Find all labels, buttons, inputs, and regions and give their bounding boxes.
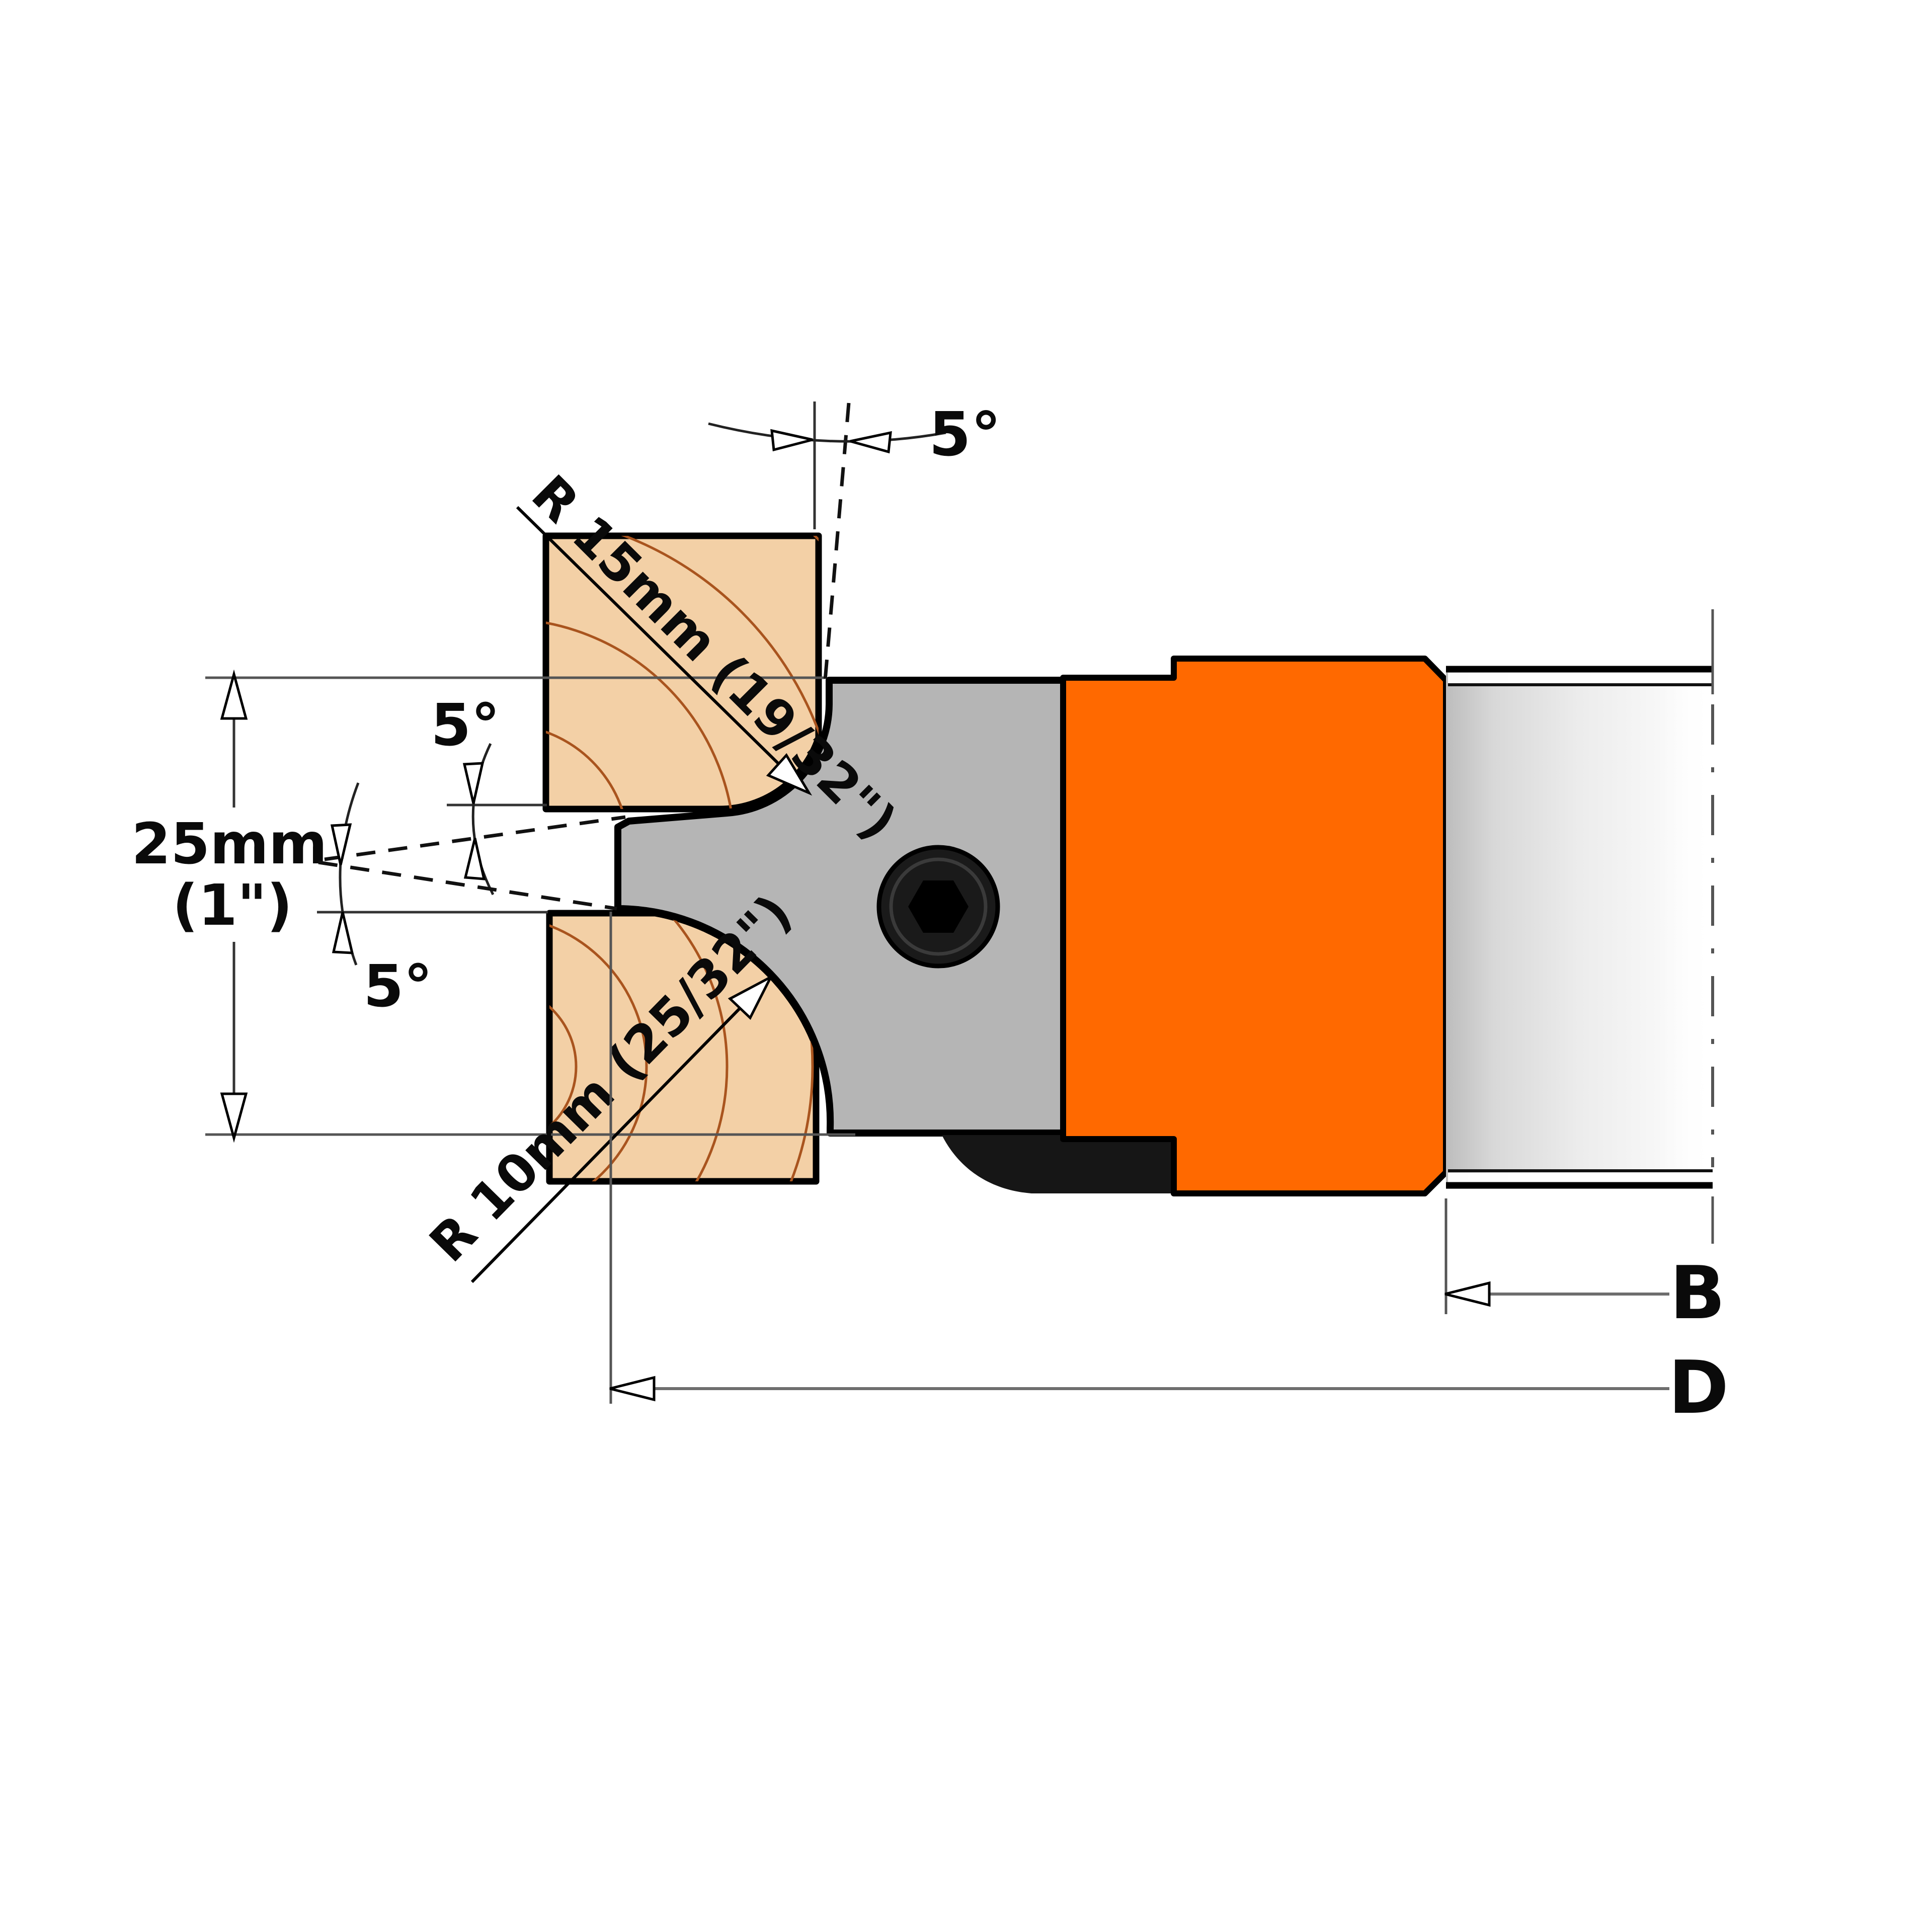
arc-arrow-down-icon	[462, 762, 485, 804]
hub-fadeout	[1660, 666, 1713, 1189]
arc-arrow-down-icon	[330, 823, 352, 865]
height-metric-label: 25mm	[131, 812, 327, 877]
angle-upper-label: 5°	[431, 692, 500, 759]
leader-line	[516, 506, 795, 780]
arc-arrow-left-icon	[770, 429, 813, 452]
leader-arrow-icon	[766, 753, 813, 796]
arrow-up-icon	[220, 669, 248, 720]
orange-cutter-body	[1060, 656, 1449, 1196]
lower-knife-edge	[942, 1135, 1218, 1193]
angle-arc	[708, 422, 946, 443]
hub-chamfer-band-top	[1448, 673, 1713, 684]
leader-line	[470, 992, 756, 1283]
steel-hub	[1446, 666, 1713, 1189]
angle-annotation-top: 5°	[708, 400, 1001, 681]
angle-annotation-lower: 5°	[317, 782, 617, 1020]
clamp-screw	[876, 845, 1000, 969]
arc-arrow-up-icon	[332, 912, 354, 954]
shear-angle-line	[324, 815, 626, 861]
dim-b: B	[1444, 1198, 1726, 1336]
angle-top-label: 5°	[929, 400, 1001, 470]
dim-cutting-height: 25mm (1")	[131, 669, 855, 1143]
wood-grain-bottom	[549, 913, 814, 1181]
dim-b-label: B	[1670, 1251, 1726, 1336]
dim-d: D	[609, 912, 1729, 1430]
height-imperial-label: (1")	[173, 873, 293, 938]
leader-arrow-icon	[728, 974, 774, 1020]
arc-arrow-up-icon	[463, 838, 486, 880]
dim-d-label: D	[1668, 1345, 1729, 1430]
screw-head-ring	[889, 857, 988, 956]
shear-angle-line	[823, 403, 851, 681]
angle-lower-label: 5°	[363, 953, 433, 1020]
hex-socket-icon	[908, 880, 969, 933]
arc-arrow-right-icon	[850, 431, 892, 454]
arrow-down-icon	[220, 1092, 248, 1143]
shear-angle-line	[318, 860, 617, 911]
angle-annotation-upper: 5°	[324, 692, 626, 896]
arrow-left-icon	[609, 1376, 656, 1402]
hub-chamfer-band-bottom	[1448, 1173, 1713, 1183]
arrow-left-icon	[1444, 1281, 1491, 1307]
